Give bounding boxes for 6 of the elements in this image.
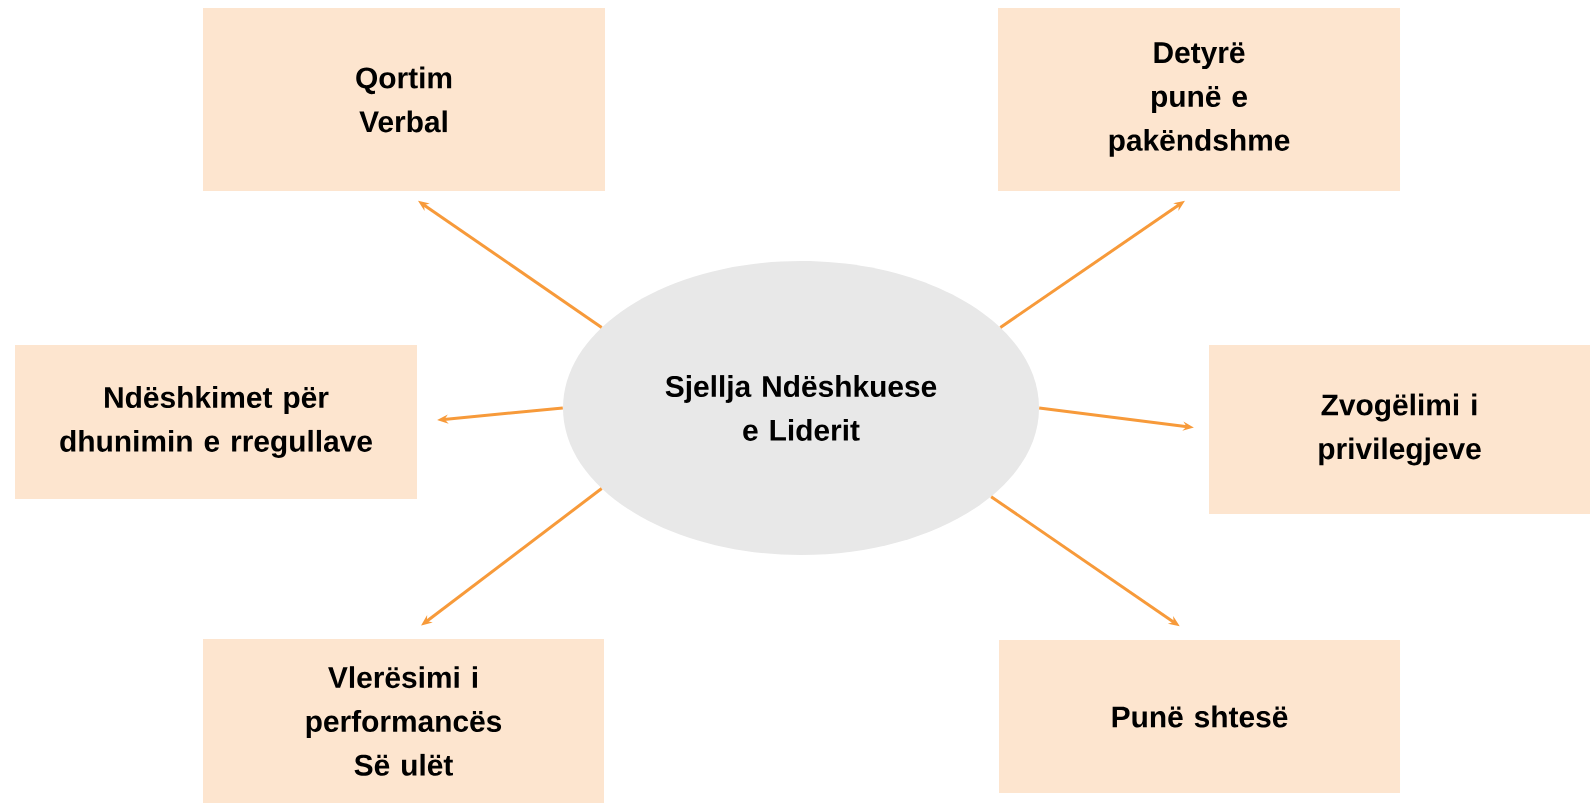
- text-box: Punë shtesë: [999, 640, 1400, 793]
- text-box: Vlerësimi i performancës Së ulët: [203, 639, 604, 803]
- text-box: Ndëshkimet për dhunimin e rregullave: [15, 345, 417, 499]
- text-box: Qortim Verbal: [203, 8, 605, 191]
- text-box: Zvogëlimi i privilegjeve: [1209, 345, 1590, 514]
- text-box: Detyrë punë e pakëndshme: [998, 8, 1400, 191]
